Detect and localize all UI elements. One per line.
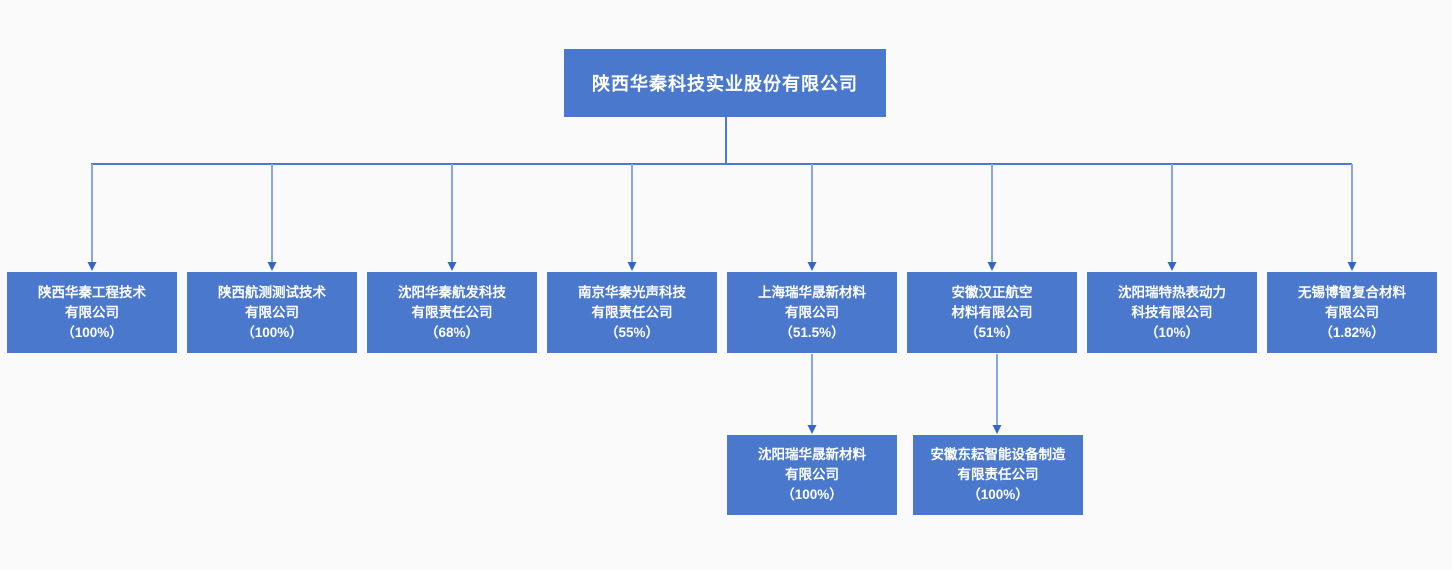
node-subsidiary-2: 陕西航测测试技术 有限公司 （100%）: [187, 272, 357, 353]
company-name-line2: 有限责任公司: [591, 304, 673, 320]
company-name-line2: 材料有限公司: [951, 304, 1033, 320]
ownership-percent: （51.5%）: [779, 324, 845, 340]
ownership-percent: （100%）: [967, 487, 1029, 502]
node-sub-subsidiary-1: 沈阳瑞华晟新材料 有限公司 （100%）: [727, 435, 897, 515]
ownership-percent: （100%）: [781, 487, 843, 502]
arrow-down-icon: [987, 262, 997, 271]
arrow-down-icon: [447, 262, 457, 271]
company-name-line1: 沈阳瑞特热表动力: [1118, 284, 1226, 300]
company-name-line2: 有限公司: [65, 304, 119, 320]
company-name-line1: 沈阳华秦航发科技: [398, 284, 506, 300]
ownership-percent: （68%）: [424, 324, 480, 340]
company-name-line1: 无锡博智复合材料: [1298, 284, 1406, 300]
ownership-percent: （10%）: [1144, 324, 1200, 340]
ownership-percent: （1.82%）: [1319, 324, 1385, 340]
ownership-percent: （100%）: [61, 324, 123, 340]
node-subsidiary-5: 上海瑞华晟新材料 有限公司 （51.5%）: [727, 272, 897, 353]
arrow-down-icon: [1347, 262, 1357, 271]
company-name-line2: 科技有限公司: [1131, 304, 1213, 320]
ownership-percent: （51%）: [964, 324, 1020, 340]
arrow-down-icon: [267, 262, 277, 271]
arrow-down-icon: [807, 425, 817, 434]
node-subsidiary-4: 南京华秦光声科技 有限责任公司 （55%）: [547, 272, 717, 353]
arrow-down-icon: [807, 262, 817, 271]
company-name-line1: 南京华秦光声科技: [578, 284, 686, 300]
arrow-down-icon: [87, 262, 97, 271]
arrow-down-icon: [992, 425, 1002, 434]
arrow-down-icon: [1167, 262, 1177, 271]
company-name-line2: 有限公司: [1325, 304, 1379, 320]
node-parent-company: 陕西华秦科技实业股份有限公司: [564, 49, 886, 117]
company-name-line2: 有限责任公司: [411, 304, 493, 320]
company-name: 陕西华秦科技实业股份有限公司: [592, 74, 858, 94]
company-name-line1: 沈阳瑞华晟新材料: [758, 447, 866, 462]
arrow-down-icon: [627, 262, 637, 271]
ownership-percent: （100%）: [241, 324, 303, 340]
company-name-line1: 陕西华秦工程技术: [38, 284, 146, 300]
company-name-line2: 有限责任公司: [957, 467, 1039, 482]
node-sub-subsidiary-2: 安徽东耘智能设备制造 有限责任公司 （100%）: [913, 435, 1083, 515]
company-name-line1: 安徽东耘智能设备制造: [930, 447, 1066, 462]
company-name-line1: 上海瑞华晟新材料: [758, 284, 866, 300]
node-subsidiary-6: 安徽汉正航空 材料有限公司 （51%）: [907, 272, 1077, 353]
node-subsidiary-8: 无锡博智复合材料 有限公司 （1.82%）: [1267, 272, 1437, 353]
node-subsidiary-1: 陕西华秦工程技术 有限公司 （100%）: [7, 272, 177, 353]
node-subsidiary-3: 沈阳华秦航发科技 有限责任公司 （68%）: [367, 272, 537, 353]
company-name-line1: 安徽汉正航空: [951, 284, 1033, 300]
node-subsidiary-7: 沈阳瑞特热表动力 科技有限公司 （10%）: [1087, 272, 1257, 353]
company-name-line2: 有限公司: [785, 467, 839, 482]
company-name-line1: 陕西航测测试技术: [218, 284, 326, 300]
ownership-percent: （55%）: [604, 324, 660, 340]
company-name-line2: 有限公司: [245, 304, 299, 320]
company-name-line2: 有限公司: [785, 304, 839, 320]
